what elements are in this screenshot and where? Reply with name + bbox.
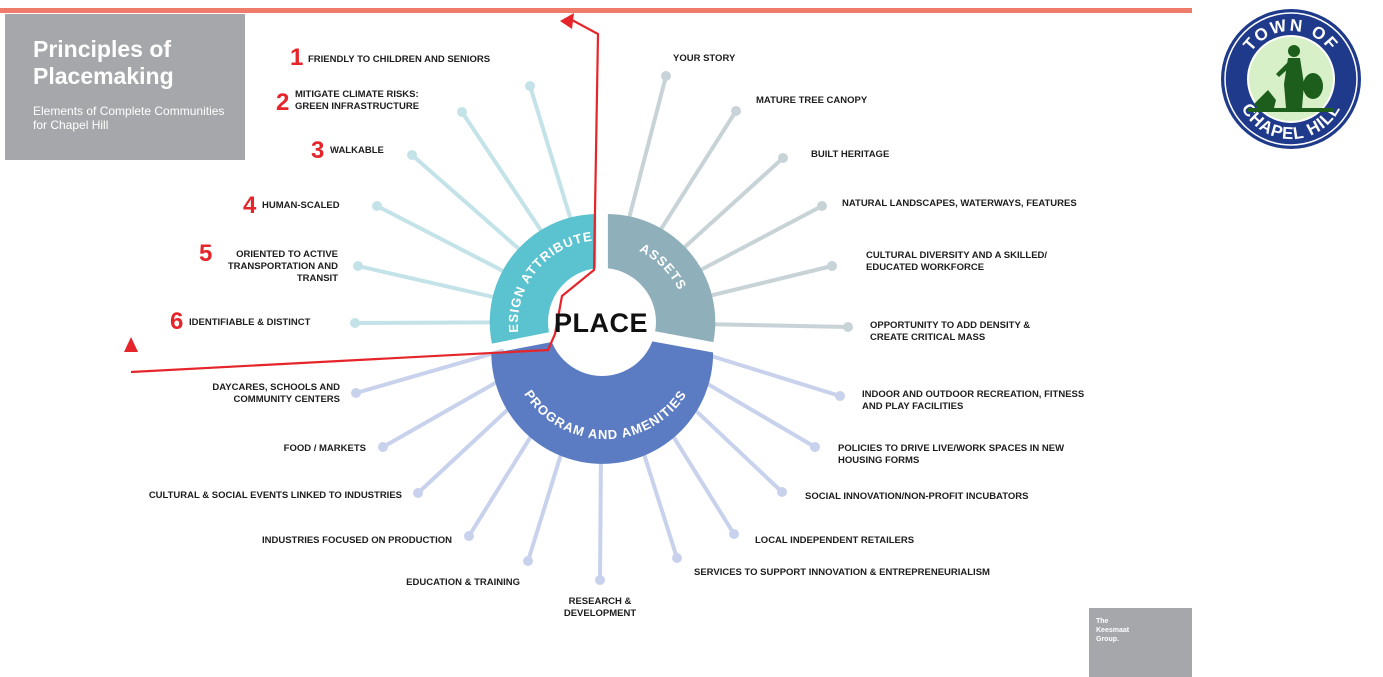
design-spoke-2 — [460, 110, 547, 238]
asset-item-5: CULTURAL DIVERSITY AND A SKILLED/ EDUCAT… — [866, 250, 1048, 273]
program-spoke-dot-13 — [351, 388, 361, 398]
design-spoke-dot-1 — [525, 81, 535, 91]
program-spoke-dot-15 — [413, 488, 423, 498]
design-number-3: 3 — [311, 137, 325, 164]
program-spoke-13 — [354, 348, 505, 395]
program-spoke-dot-23 — [835, 391, 845, 401]
program-spoke-dot-17 — [523, 556, 533, 566]
design-spoke-dot-2 — [457, 107, 467, 117]
design-spoke-dot-3 — [407, 150, 417, 160]
design-number-5: 5 — [199, 240, 213, 267]
program-item-3: CULTURAL & SOCIAL EVENTS LINKED TO INDUS… — [148, 490, 402, 501]
program-item-1: DAYCARES, SCHOOLS AND COMMUNITY CENTERS — [212, 382, 340, 405]
town-seal-logo: TOWN OF CHAPEL HILL — [1221, 9, 1361, 149]
program-item-11: INDOOR AND OUTDOOR RECREATION, FITNESS A… — [862, 389, 1085, 412]
assets-spoke-dot-9 — [778, 153, 788, 163]
program-item-7: SERVICES TO SUPPORT INNOVATION & ENTREPR… — [694, 567, 990, 578]
ring-segment-program — [491, 338, 714, 464]
assets-spoke-9 — [677, 156, 785, 255]
design-number-4: 4 — [243, 192, 257, 219]
design-item-6: IDENTIFIABLE & DISTINCT — [189, 317, 311, 328]
credit-text: The Keesmaat Group. — [1096, 618, 1130, 643]
program-spoke-14 — [381, 371, 514, 449]
program-spoke-dot-21 — [777, 487, 787, 497]
credit-box: The Keesmaat Group. — [1089, 608, 1192, 677]
design-number-1: 1 — [290, 44, 304, 71]
program-item-4: INDUSTRIES FOCUSED ON PRODUCTION — [261, 535, 452, 546]
design-item-3: WALKABLE — [330, 145, 384, 156]
asset-item-1: YOUR STORY — [673, 53, 736, 64]
red-path-annotation — [124, 13, 600, 374]
program-spoke-dot-14 — [378, 442, 388, 452]
design-spoke-6 — [353, 320, 500, 325]
assets-spoke-dot-11 — [827, 261, 837, 271]
place-center — [548, 268, 656, 376]
design-spoke-dot-5 — [353, 261, 363, 271]
program-spoke-22 — [689, 372, 817, 449]
assets-spoke-dot-7 — [661, 71, 671, 81]
design-spoke-3 — [410, 153, 526, 256]
top-rule — [0, 8, 1192, 13]
assets-spoke-10 — [692, 204, 824, 276]
assets-spoke-11 — [701, 264, 834, 300]
program-spoke-dot-20 — [729, 529, 739, 539]
assets-spoke-7 — [626, 74, 668, 224]
center-label: PLACE — [553, 308, 648, 338]
design-spoke-dot-6 — [350, 318, 360, 328]
design-spoke-5 — [356, 264, 503, 301]
design-spoke-1 — [528, 84, 574, 225]
program-item-5: EDUCATION & TRAINING — [406, 577, 520, 588]
design-item-4: HUMAN-SCALED — [262, 200, 340, 211]
asset-item-6: OPPORTUNITY TO ADD DENSITY & CREATE CRIT… — [870, 320, 1031, 343]
program-spoke-dot-18 — [595, 575, 605, 585]
ring-segment-design — [489, 214, 597, 344]
program-spoke-dot-16 — [464, 531, 474, 541]
arrow-head-left — [124, 337, 138, 352]
program-spoke-dot-19 — [672, 553, 682, 563]
program-item-8: LOCAL INDEPENDENT RETAILERS — [755, 535, 915, 546]
program-item-9: SOCIAL INNOVATION/NON-PROFIT INCUBATORS — [805, 491, 1029, 502]
program-item-2: FOOD / MARKETS — [283, 443, 366, 454]
program-spoke-dot-22 — [810, 442, 820, 452]
design-item-1: FRIENDLY TO CHILDREN AND SENIORS — [308, 54, 491, 65]
program-item-10: POLICIES TO DRIVE LIVE/WORK SPACES IN NE… — [838, 443, 1065, 466]
spokes — [350, 71, 853, 585]
design-number-6: 6 — [170, 308, 184, 335]
design-number-2: 2 — [276, 89, 290, 116]
page-subtitle: Elements of Complete Communities for Cha… — [33, 104, 225, 132]
assets-spoke-8 — [655, 109, 738, 237]
program-item-6: RESEARCH & DEVELOPMENT — [563, 596, 637, 619]
design-item-5: ORIENTED TO ACTIVE TRANSPORTATION AND TR… — [227, 249, 338, 284]
assets-spoke-dot-8 — [731, 106, 741, 116]
design-spoke-dot-4 — [372, 201, 382, 211]
ring-segment-assets — [607, 214, 716, 343]
arrow-head-top — [560, 13, 574, 29]
title-box: Principles of Placemaking Elements of Co… — [5, 14, 245, 160]
assets-spoke-dot-10 — [817, 201, 827, 211]
design-spoke-4 — [375, 204, 512, 277]
asset-item-2: MATURE TREE CANOPY — [756, 95, 868, 106]
assets-spoke-12 — [704, 322, 850, 329]
asset-item-4: NATURAL LANDSCAPES, WATERWAYS, FEATURES — [842, 198, 1077, 209]
program-spoke-23 — [699, 350, 842, 398]
page-title: Principles of Placemaking — [33, 36, 174, 89]
design-item-2: MITIGATE CLIMATE RISKS: GREEN INFRASTRUC… — [295, 89, 420, 112]
asset-item-3: BUILT HERITAGE — [811, 149, 890, 160]
assets-spoke-dot-12 — [843, 322, 853, 332]
